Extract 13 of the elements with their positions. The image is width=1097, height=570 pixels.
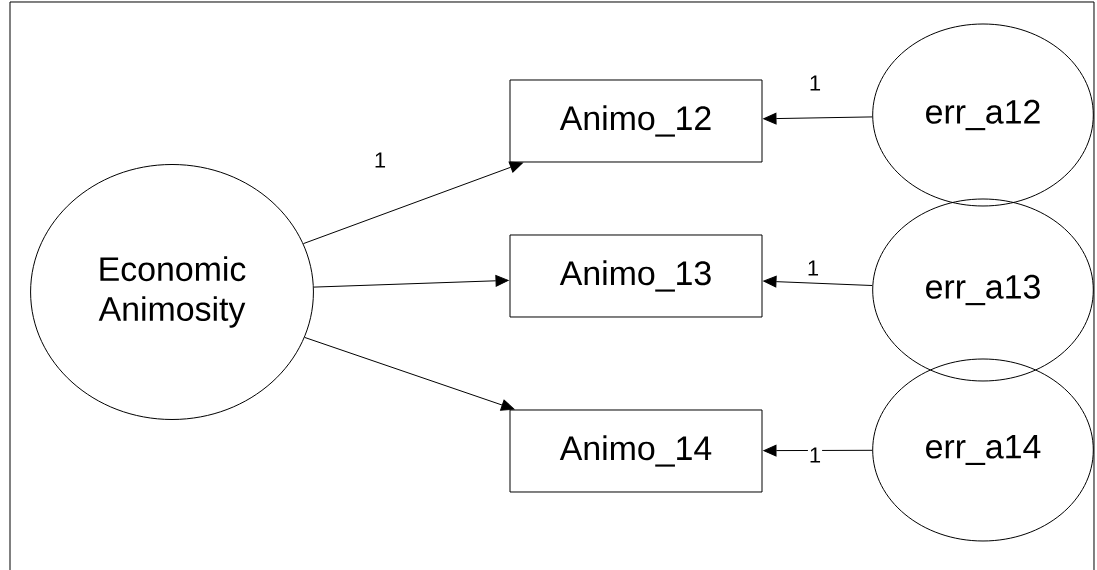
edge-label: 1 — [807, 74, 823, 92]
arrow — [763, 275, 873, 288]
arrow — [763, 112, 873, 125]
observed-variable-box: Animo_12 — [509, 79, 763, 163]
edge-label: 1 — [372, 151, 388, 169]
edge-label: 1 — [805, 259, 821, 277]
arrow — [302, 161, 523, 245]
edge-label: 1 — [807, 446, 823, 464]
arrow — [313, 274, 509, 288]
arrow — [304, 336, 515, 411]
observed-variable-box: Animo_13 — [509, 234, 763, 318]
arrow — [763, 444, 873, 457]
observed-variable-box: Animo_14 — [509, 409, 763, 493]
